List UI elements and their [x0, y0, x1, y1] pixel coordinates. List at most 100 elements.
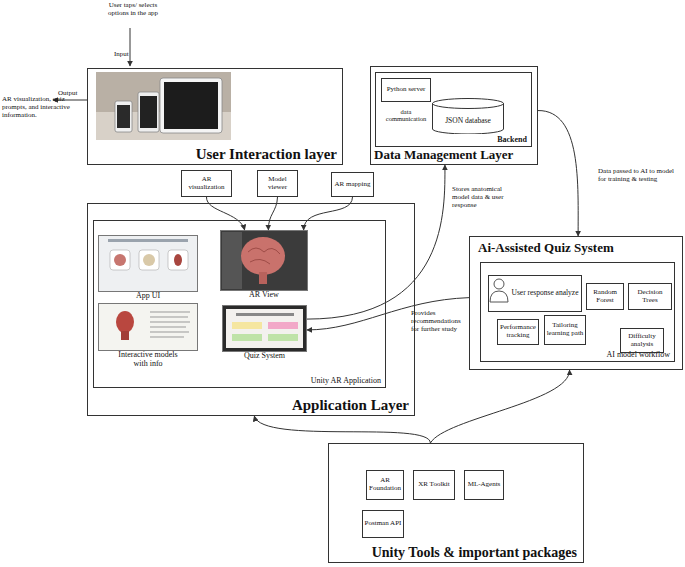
process-box: Tailoring learning path: [544, 315, 586, 345]
edge-label: Stores anatomical model data & user resp…: [452, 186, 504, 209]
box-label: Postman API: [365, 520, 402, 528]
box-label: AR mapping: [335, 181, 371, 189]
quiz-screenshot: [222, 305, 307, 352]
layer-heading: User Interaction layer: [196, 146, 337, 163]
flow-connector: [538, 111, 578, 236]
box-label: User response analyze: [491, 289, 578, 297]
process-box: Performance tracking: [497, 319, 539, 345]
flow-label: Input: [114, 50, 129, 58]
app-ui-screenshot: [98, 235, 198, 292]
flow-connector: [304, 197, 353, 230]
box-label: Difficulty analysis: [622, 333, 662, 349]
process-box: Difficulty analysis: [620, 328, 664, 353]
info-text-lines: [150, 312, 190, 337]
flow-connector: [254, 416, 430, 443]
app-icon-tile: [168, 250, 188, 270]
package-box: XR Toolkit: [413, 470, 455, 500]
process-box: Python server: [381, 78, 431, 102]
interactive-model-screenshot: [98, 303, 198, 351]
note-text: User taps/ selects options in the app: [108, 2, 158, 17]
quiz-answer-button: [268, 322, 298, 329]
cylinder-top: [433, 99, 504, 109]
layer-heading: Backend: [497, 135, 527, 144]
app-icon-tile: [110, 250, 130, 270]
layer-frame: Application Layer Unity AR Application App…: [87, 203, 415, 416]
flow-label: data communication: [384, 108, 428, 122]
feature-box: AR visualization: [181, 170, 232, 197]
layer-heading: Unity AR Application: [311, 376, 381, 385]
box-label: Tailoring learning path: [546, 322, 584, 338]
screenshot-panel: Quiz System: [222, 305, 307, 352]
skull-icon: [143, 254, 155, 266]
app-title-bar: [108, 239, 188, 242]
phone-device: [138, 92, 159, 132]
brain-icon: [114, 254, 126, 266]
box-label: AR visualization: [183, 176, 230, 192]
device-photo: [96, 72, 231, 140]
box-label: Performance tracking: [499, 324, 537, 340]
edge-label: Data passed to AI to model for training …: [598, 168, 678, 184]
feature-box: Model viewer: [257, 170, 298, 197]
panel-caption: Interactive models with info: [99, 351, 197, 369]
brain-stem: [259, 272, 267, 284]
box-label: ML-Agents: [468, 481, 501, 489]
app-icon-tile: [139, 250, 159, 270]
flow-connector: [430, 370, 569, 443]
model-box: Random Forest: [586, 283, 624, 310]
tablet-device: [160, 78, 222, 133]
box-label: AR Foundation: [368, 477, 402, 493]
package-box: ML-Agents: [464, 470, 504, 500]
box-label: Decision Trees: [630, 289, 670, 305]
head-model: [116, 311, 134, 333]
layer-frame: Ai-Assisted Quiz System AI model workflow…: [469, 236, 683, 370]
application-frame: Unity AR Application App UI AR ViewInterac…: [93, 220, 386, 388]
package-box: AR Foundation: [366, 470, 404, 500]
box-label: XR Toolkit: [418, 481, 449, 489]
screenshot-panel: AR View: [220, 230, 308, 291]
kidney-icon: [174, 254, 182, 266]
user-icon-body: [490, 291, 508, 302]
layer-heading: Application Layer: [292, 397, 409, 414]
box-label: JSON database: [445, 107, 491, 125]
feature-box: AR mapping: [331, 172, 374, 197]
quiz-answer-button: [268, 334, 298, 341]
panel-caption: App UI: [99, 292, 197, 301]
box-label: Random Forest: [588, 289, 622, 305]
screenshot-panel: Interactive models with info: [98, 303, 198, 351]
layer-frame: User Interaction layer: [87, 68, 343, 165]
database-cylinder: JSON database: [432, 98, 504, 134]
brain-model: [241, 237, 285, 275]
quiz-answer-button: [232, 334, 262, 341]
ar-view-background: [222, 232, 242, 289]
small-phone-device: [115, 101, 132, 132]
note-text: AR visualization, quiz prompts, and inte…: [2, 96, 74, 119]
layer-heading: Unity Tools & important packages: [372, 545, 577, 561]
panel-caption: AR View: [221, 291, 307, 300]
flow-connector: [206, 197, 244, 230]
flow-connector: [307, 165, 445, 319]
quiz-answer-button: [232, 322, 262, 329]
model-box: Decision Trees: [628, 283, 672, 310]
panel-caption: Quiz System: [223, 352, 306, 361]
layer-frame: Unity Tools & important packages AR Found…: [328, 443, 584, 563]
flow-connector: [268, 197, 277, 230]
quiz-question-line: [236, 313, 294, 316]
backend-box: Backend Python serverJSON database: [375, 72, 532, 147]
small-phone-screen: [117, 105, 130, 128]
user-icon-head: [494, 279, 504, 289]
quiz-panel: [226, 309, 303, 348]
brain-folds: [248, 248, 280, 264]
phone-screen: [140, 96, 157, 128]
layer-heading: AI model workflow: [606, 350, 670, 359]
workflow-frame: AI model workflow User response analyze Ra…: [480, 262, 675, 362]
neck-model: [121, 331, 129, 340]
layer-heading: Ai-Assisted Quiz System: [478, 240, 614, 256]
box-label: Model viewer: [259, 176, 296, 192]
box-label: Python server: [387, 86, 426, 94]
analysis-box: User response analyze: [488, 275, 582, 312]
edge-label: Provides recommendations for further stu…: [411, 310, 467, 333]
input-arrow: [130, 28, 131, 66]
screenshot-panel: App UI: [98, 235, 198, 292]
